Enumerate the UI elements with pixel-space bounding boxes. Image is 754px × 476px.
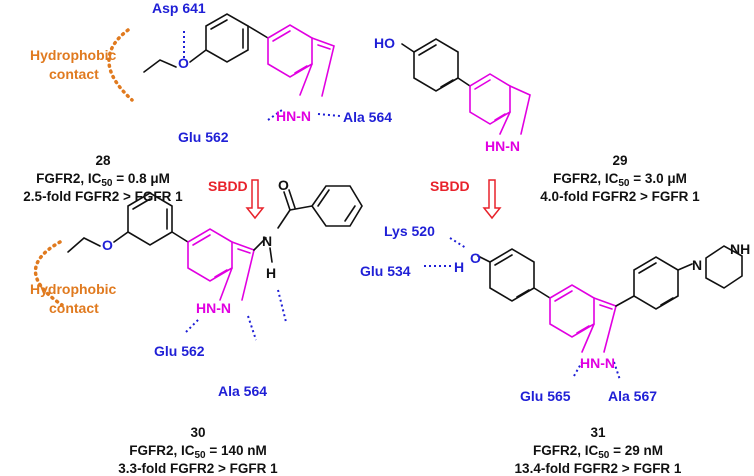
amide-h-30: H [266,265,276,281]
compound-28-id: 28 [95,153,111,168]
amide-o-30: O [278,177,289,193]
residue-asp641: Asp 641 [152,0,206,16]
indazole-nh-31: HN-N [580,355,615,371]
compound-30-structure [33,185,363,341]
compound-29-caption: 29 FGFR2, IC50 = 3.0 μM 4.0-fold FGFR2 >… [540,153,700,204]
piperazine-n-31: N [692,257,702,273]
indazole-nh-30: HN-N [196,300,231,316]
compound-31-id: 31 [590,425,606,440]
hydrophobic-contact-arc-top [107,28,134,102]
compound-31-caption: 31 FGFR2, IC50 = 29 nM 13.4-fold FGFR2 >… [515,425,682,476]
sbdd-arrow-right [482,179,502,220]
hydrophobic-label-top-1: Hydrophobic [30,47,117,63]
sbdd-label-left: SBDD [208,178,248,194]
residue-glu562-top: Glu 562 [178,129,229,145]
compound-31-structure [424,237,743,381]
compound-28-caption: 28 FGFR2, IC50 = 0.8 μM 2.5-fold FGFR2 >… [23,153,183,204]
ether-oxygen-28: O [178,55,189,71]
compound-31-ic50: FGFR2, IC50 = 29 nM [533,443,663,461]
hydrophobic-contact-arc-bottom [33,240,64,307]
hydroxyl-h-31: H [454,259,464,275]
residue-glu534: Glu 534 [360,263,411,279]
compound-28-selectivity: 2.5-fold FGFR2 > FGFR 1 [23,189,183,204]
residue-glu562-bottom: Glu 562 [154,343,205,359]
compound-31-selectivity: 13.4-fold FGFR2 > FGFR 1 [515,461,682,476]
compound-29-structure [401,38,531,135]
indazole-nh-29: HN-N [485,138,520,154]
sbdd-arrow-left [245,179,265,220]
residue-ala564-top: Ala 564 [343,109,392,125]
compound-30-caption: 30 FGFR2, IC50 = 140 nM 3.3-fold FGFR2 >… [118,425,278,476]
hydrophobic-label-top-2: contact [49,66,99,82]
residue-ala564-bottom: Ala 564 [218,383,267,399]
hydroxyl-29: HO [374,35,395,51]
indazole-nh-28: HN-N [276,108,311,124]
compound-28-ic50: FGFR2, IC50 = 0.8 μM [36,171,170,189]
residue-lys520: Lys 520 [384,223,435,239]
amide-n-30: N [262,233,272,249]
hydrophobic-label-bottom-2: contact [49,300,99,316]
compound-30-selectivity: 3.3-fold FGFR2 > FGFR 1 [118,461,278,476]
compound-28-structure [107,13,341,121]
compound-30-ic50: FGFR2, IC50 = 140 nM [129,443,267,461]
compound-29-id: 29 [612,153,627,168]
compound-29-selectivity: 4.0-fold FGFR2 > FGFR 1 [540,189,700,204]
compound-30-id: 30 [190,425,205,440]
compound-29-ic50: FGFR2, IC50 = 3.0 μM [553,171,687,189]
residue-glu565: Glu 565 [520,388,571,404]
residue-ala567: Ala 567 [608,388,657,404]
ether-oxygen-30: O [102,237,113,253]
hydroxyl-o-31: O [470,250,481,266]
sbdd-label-right: SBDD [430,178,470,194]
piperazine-nh-31: NH [730,241,750,257]
hydrophobic-label-bottom-1: Hydrophobic [30,281,117,297]
